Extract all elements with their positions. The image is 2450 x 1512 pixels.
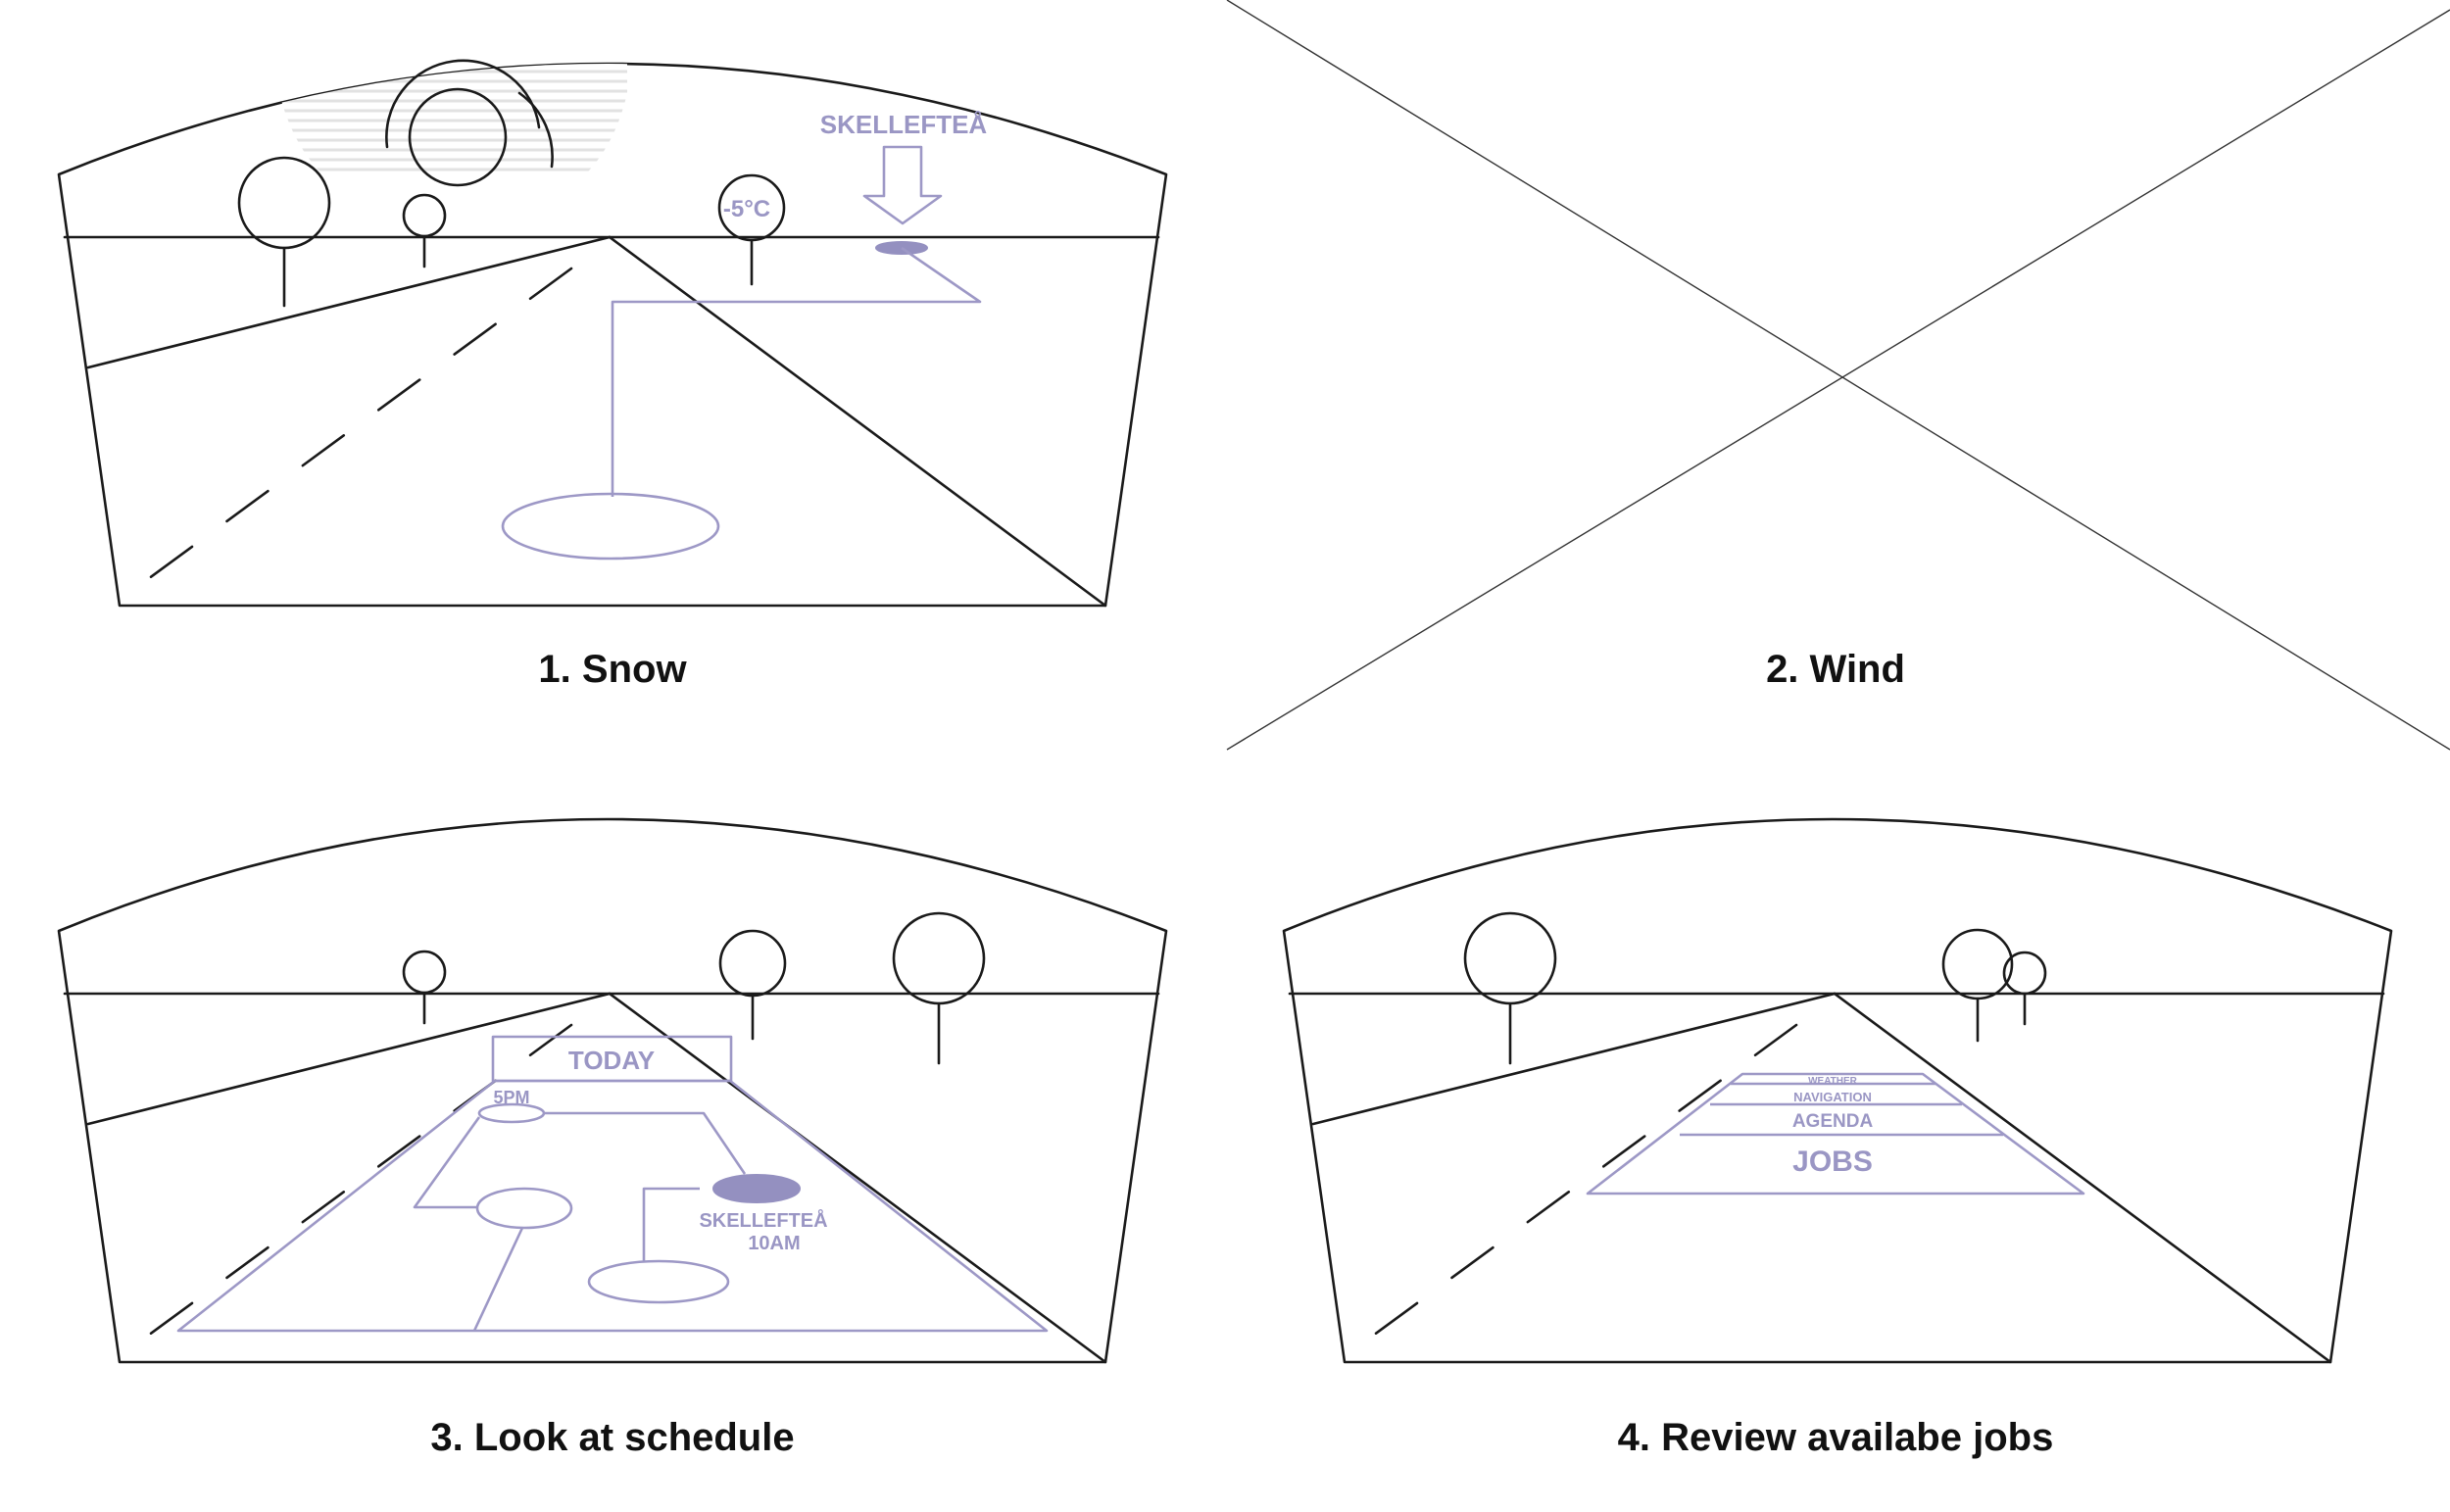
down-arrow-icon [862,145,943,225]
snow-sky-hatch [279,64,627,174]
tree-icon [892,911,986,1005]
panel-schedule: TODAY 5PM SKELLEFTEÅ 10AM 3. Look at sch… [57,817,1168,1459]
panel-snow: -5°C SKELLEFTEÅ 1. Snow [57,59,1168,691]
panel-wind: 2. Wind [1226,0,2450,751]
windshield-frame [57,817,1168,1364]
destination-label: SKELLEFTEÅ [699,1208,827,1232]
tree-icon [718,929,787,998]
tree-icon [402,950,447,995]
panel-caption: 1. Snow [538,648,687,691]
weather-sun-icon [408,87,508,187]
road-center-dashes [1346,1023,1798,1356]
windshield-frame [1282,817,2393,1364]
city-label: SKELLEFTEÅ [820,110,988,139]
destination-time-label: 10AM [748,1233,800,1254]
jobs-menu-overlay [1586,1072,2085,1195]
panel-caption: 4. Review availabe jobs [1618,1416,2054,1459]
tree-icon [402,193,447,238]
time-label: 5PM [493,1088,529,1107]
schedule-route [642,1187,700,1261]
road-edge-right [1833,992,2332,1364]
placeholder-cross [1226,0,2450,751]
menu-item-agenda: AGENDA [1792,1111,1874,1132]
road-edge-left [86,992,612,1126]
route-path [611,246,982,497]
destination-marker [712,1174,801,1203]
route-start-ellipse [501,492,720,561]
menu-item-weather: WEATHER [1808,1076,1858,1087]
today-label: TODAY [568,1046,655,1075]
tree-icon [1463,911,1557,1005]
road-center-dashes [121,267,573,600]
road-edge-left [1311,992,1837,1126]
wind-arc-icon [517,91,554,169]
windshield-frame [57,62,1168,608]
road-edge-right [608,992,1107,1364]
road-edge-right [608,235,1107,608]
stop-ellipse [587,1259,730,1304]
stop-ellipse [475,1187,573,1230]
panel-caption: 3. Look at schedule [430,1416,794,1459]
tree-icon [237,156,331,250]
schedule-road-overlay [176,1079,1049,1333]
panel-caption: 2. Wind [1766,648,1905,691]
placeholder-cross [1226,9,2450,751]
menu-item-navigation: NAVIGATION [1793,1090,1872,1104]
wind-arc-icon [385,59,541,149]
panel-jobs: WEATHER NAVIGATION AGENDA JOBS 4. Review… [1282,817,2393,1459]
schedule-route [544,1111,747,1175]
schedule-route [413,1116,481,1209]
tree-icon [1941,928,2014,1000]
road-edge-left [86,235,612,369]
menu-item-jobs: JOBS [1792,1146,1873,1178]
schedule-route [472,1227,524,1332]
temperature-label: -5°C [723,196,770,222]
